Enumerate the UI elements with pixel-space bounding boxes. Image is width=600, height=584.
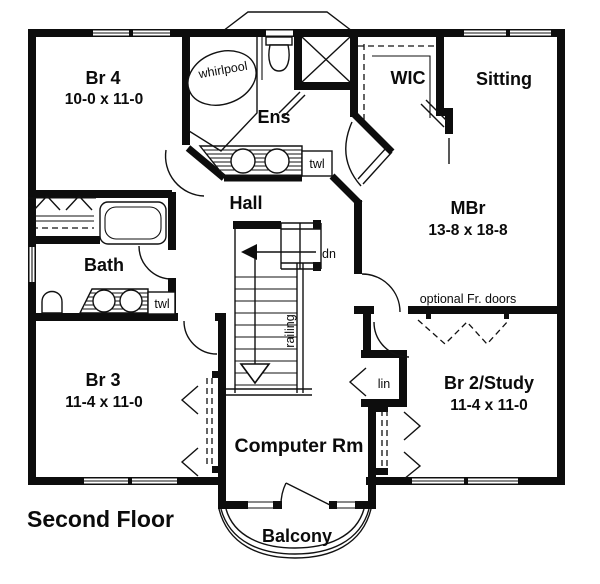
door-balcony-leaf <box>285 482 331 506</box>
closet-door-chevron <box>348 367 367 397</box>
vanity-bath <box>78 288 149 314</box>
doors <box>138 91 450 506</box>
towel-cabinet-bath <box>147 291 176 315</box>
labels: Br 4 10-0 x 11-0 whirlpool Ens WIC Sitti… <box>27 59 534 546</box>
fixtures-ens <box>187 36 351 177</box>
towel-label-ens: twl <box>309 157 324 171</box>
stair-railing <box>280 222 322 393</box>
sink <box>92 289 116 313</box>
closet-door-chevron <box>180 447 199 477</box>
room-dims-br4: 10-0 x 11-0 <box>65 91 143 108</box>
interior-diagonal-walls <box>185 111 395 207</box>
room-dims-mbr: 13-8 x 18-8 <box>428 222 508 239</box>
bathtub <box>99 201 167 245</box>
room-label-balcony: Balcony <box>262 526 332 546</box>
whirlpool-tub <box>187 50 257 106</box>
balcony-structure <box>218 508 372 559</box>
room-dims-br2: 11-4 x 11-0 <box>450 397 528 414</box>
optional-doors-label: optional Fr. doors <box>420 292 517 306</box>
window-computer-bottom-left <box>248 501 273 509</box>
windows <box>28 29 551 509</box>
closets <box>180 367 422 480</box>
sink <box>230 148 256 174</box>
closet-door-chevron <box>403 451 422 480</box>
room-label-wic: WIC <box>391 68 426 88</box>
door-mbr-south <box>361 273 401 313</box>
room-label-bath: Bath <box>84 255 124 275</box>
closet-door-chevron <box>403 411 422 441</box>
window-br2-bottom <box>412 477 518 485</box>
door-mbr-entry-arc <box>345 121 362 187</box>
door-balcony-arc <box>280 482 287 506</box>
door-mbr-leaf <box>362 151 393 185</box>
interior-walls <box>28 29 565 509</box>
room-label-computer: Computer Rm <box>235 435 364 457</box>
door-br3 <box>183 320 218 355</box>
towel-label-bath: twl <box>154 297 169 311</box>
br2-closet <box>381 410 422 480</box>
sink <box>119 289 143 313</box>
closet-door-chevron <box>180 385 199 415</box>
room-dims-br3: 11-4 x 11-0 <box>65 394 143 411</box>
wic-shelving <box>358 44 434 122</box>
sink <box>264 148 290 174</box>
down-arrow <box>239 244 316 385</box>
linen-label: lin <box>378 377 391 391</box>
toilet-ens <box>265 36 293 72</box>
towel-cabinet-ens <box>301 150 333 177</box>
room-label-ens: Ens <box>257 107 290 127</box>
stairs <box>226 222 322 396</box>
door-wic-leaf <box>420 103 445 128</box>
hanger-chevron <box>33 194 61 211</box>
door-bath <box>138 245 173 280</box>
shower <box>301 36 351 83</box>
lin-closet <box>348 367 367 397</box>
railing-label: railing <box>283 314 297 347</box>
window-br4-top <box>93 29 170 37</box>
room-label-br4: Br 4 <box>85 68 120 88</box>
window-computer-bottom-right <box>337 501 355 509</box>
window-br3-bottom <box>84 477 177 485</box>
treads <box>235 276 297 386</box>
br4-closet <box>28 194 96 229</box>
optional-french-doors <box>417 319 510 345</box>
toilet-bath <box>41 290 63 314</box>
door-br2 <box>373 321 410 358</box>
window-bath-left <box>28 247 36 282</box>
hanger-chevron <box>65 194 93 211</box>
landing-edge <box>226 388 312 396</box>
room-label-hall: Hall <box>229 193 262 213</box>
fixtures-bath <box>41 201 176 315</box>
whirlpool-platform <box>188 37 258 152</box>
room-label-br2: Br 2/Study <box>444 373 534 393</box>
plan-title: Second Floor <box>27 506 174 532</box>
br3-closet <box>180 378 213 477</box>
room-label-sitting: Sitting <box>476 69 532 89</box>
window-sitting-top <box>464 29 551 37</box>
window-ens-top <box>266 29 293 37</box>
room-label-br3: Br 3 <box>85 370 120 390</box>
door-br4 <box>164 149 205 197</box>
room-label-mbr: MBr <box>451 198 486 218</box>
door-shower-leaf <box>278 91 301 114</box>
down-label: dn <box>322 247 336 261</box>
